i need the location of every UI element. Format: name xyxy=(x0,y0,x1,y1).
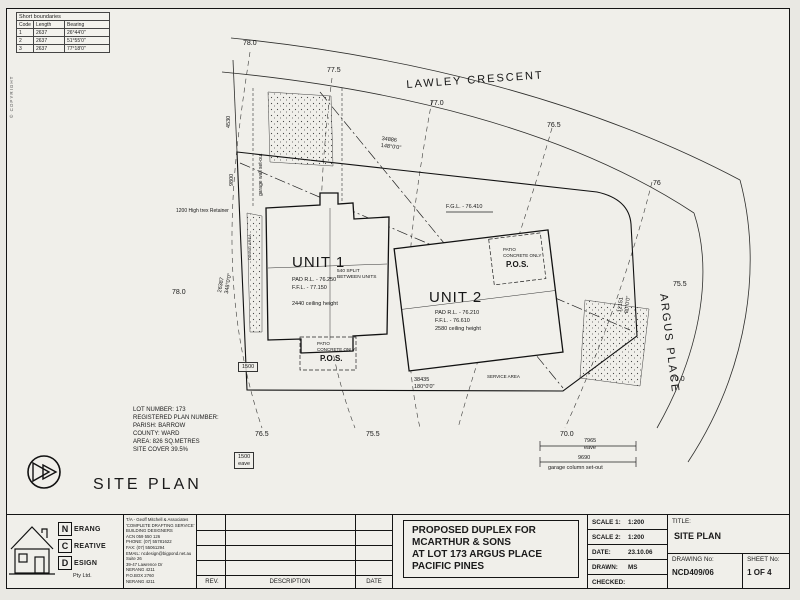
sb-cell: 2637 xyxy=(33,44,65,53)
logo-word: ERANG xyxy=(74,525,101,533)
scale2-value: 1:200 xyxy=(628,533,645,541)
revision-table: REV. DESCRIPTION DATE xyxy=(196,515,392,589)
checked-row: CHECKED: xyxy=(588,575,667,589)
date-value: 23.10.06 xyxy=(628,548,653,556)
firm-contact-section: T/A - Geoff Mitchell & Associates'COMPLE… xyxy=(123,515,196,589)
site-plan-title: SITE PLAN xyxy=(93,476,202,493)
sheet-title-box: TITLE: SITE PLAN xyxy=(668,515,790,554)
sheet-number-box: SHEET No: 1 OF 4 xyxy=(742,554,790,589)
revision-row-divider xyxy=(197,560,392,561)
contact-line: PHONE: (07) 55781622 xyxy=(126,539,172,545)
sb-cell: 1 xyxy=(16,28,34,37)
contact-line: P.O.BOX 2760 xyxy=(126,572,154,578)
firm-name: N ERANG C REATIVE D ESIGN Pty Ltd. xyxy=(58,522,106,579)
sb-cell: 77°18'0" xyxy=(64,44,110,53)
drawn-row: DRAWN: MS xyxy=(588,560,667,575)
firm-name-row: D ESIGN xyxy=(58,556,106,570)
sb-cell: 51°55'0" xyxy=(64,36,110,45)
short-boundaries-title: Short boundaries xyxy=(16,12,110,21)
description-column-label: DESCRIPTION xyxy=(269,579,311,585)
sb-cell: 2637 xyxy=(33,28,65,37)
project-line: MCARTHUR & SONS xyxy=(412,537,511,548)
contact-line: T/A - Geoff Mitchell & Associates xyxy=(126,517,189,522)
scale1-row: SCALE 1: 1:200 xyxy=(588,515,667,530)
lot-info-line: COUNTY: WARD xyxy=(133,431,180,437)
date-row: DATE: 23.10.06 xyxy=(588,545,667,560)
contact-line: ACN 059 550 126 xyxy=(126,533,161,539)
drawn-value: MS xyxy=(628,563,638,571)
logo-word: REATIVE xyxy=(74,542,106,550)
contact-line: NERANG 4211 xyxy=(126,578,155,584)
firm-suffix: Pty Ltd. xyxy=(73,573,92,579)
project-line: PROPOSED DUPLEX FOR xyxy=(412,525,536,536)
lot-info-line: PARISH: BARROW xyxy=(133,423,186,429)
drawing-number-box: DRAWING No: NCD409/06 xyxy=(668,554,742,589)
revision-column-divider xyxy=(355,515,356,589)
title-label: TITLE: xyxy=(672,518,691,525)
revision-row-divider xyxy=(197,545,392,546)
sheet-no-value: 1 OF 4 xyxy=(747,568,772,577)
sb-cell: 2 xyxy=(16,36,34,45)
date-label: DATE: xyxy=(592,548,611,556)
contact-line: 39-47 Lawrence Dr xyxy=(126,561,163,567)
firm-name-row: N ERANG xyxy=(58,522,106,536)
lot-info-line: AREA: 826 SQ.METRES xyxy=(133,439,200,445)
scale1-value: 1:200 xyxy=(628,518,645,526)
drawn-label: DRAWN: xyxy=(592,563,618,571)
drawing-sheet-border xyxy=(6,8,790,589)
revision-row-divider xyxy=(197,575,392,576)
table-row: 1 2637 26°44'0" xyxy=(16,28,110,37)
sb-header-bearing: Bearing xyxy=(64,20,110,29)
project-line: AT LOT 173 ARGUS PLACE xyxy=(412,549,543,560)
lot-info-line: SITE COVER 39.5% xyxy=(133,447,189,453)
logo-letter: C xyxy=(58,539,72,553)
scale-date-section: SCALE 1: 1:200 SCALE 2: 1:200 DATE: 23.1… xyxy=(587,515,667,589)
sheet-no-label: SHEET No: xyxy=(747,556,780,563)
sheet-title-section: TITLE: SITE PLAN DRAWING No: NCD409/06 S… xyxy=(667,515,790,589)
contact-line: EMAIL: ncdesign@bigpond.net.au xyxy=(126,550,192,556)
contact-line: Suite 26 xyxy=(126,556,142,562)
short-boundaries-table: Short boundaries Code Length Bearing 1 2… xyxy=(16,12,110,53)
scale1-label: SCALE 1: xyxy=(592,518,621,526)
table-row: 2 2637 51°55'0" xyxy=(16,36,110,45)
firm-name-row: C REATIVE xyxy=(58,539,106,553)
title-value: SITE PLAN xyxy=(674,531,722,541)
table-row: 3 2637 77°18'0" xyxy=(16,44,110,53)
logo-letter: N xyxy=(58,522,72,536)
project-line: PACIFIC PINES xyxy=(412,561,485,572)
sb-header-length: Length xyxy=(33,20,65,29)
revision-row-divider xyxy=(197,530,392,531)
lot-info-line: LOT NUMBER: 173 xyxy=(133,407,186,413)
firm-logo-section: N ERANG C REATIVE D ESIGN Pty Ltd. xyxy=(6,515,123,589)
drawing-no-label: DRAWING No: xyxy=(672,556,714,563)
contact-line: 'COMPLETE DRAFTING SERVICE' xyxy=(126,522,195,528)
contact-line: FAX: (07) 55061294 xyxy=(126,544,165,550)
sb-cell: 26°44'0" xyxy=(64,28,110,37)
logo-letter: D xyxy=(58,556,72,570)
scale2-row: SCALE 2: 1:200 xyxy=(588,530,667,545)
rev-column-label: REV. xyxy=(205,579,219,585)
sb-header-code: Code xyxy=(16,20,34,29)
revision-column-divider xyxy=(225,515,226,589)
contact-line: BUILDING DESIGNERS xyxy=(126,528,173,534)
house-logo-icon xyxy=(9,526,55,575)
checked-label: CHECKED: xyxy=(592,578,626,586)
drawing-no-value: NCD409/06 xyxy=(672,568,714,577)
date-column-label: DATE xyxy=(366,579,382,585)
scale2-label: SCALE 2: xyxy=(592,533,621,541)
sb-cell: 2637 xyxy=(33,36,65,45)
logo-word: ESIGN xyxy=(74,559,98,567)
lot-info-line: REGISTERED PLAN NUMBER: xyxy=(133,415,219,421)
sb-cell: 3 xyxy=(16,44,34,53)
contact-line: NERANG 4211 xyxy=(126,567,155,573)
copyright-note: © COPYRIGHT xyxy=(9,75,14,118)
title-block: N ERANG C REATIVE D ESIGN Pty Ltd. T/A -… xyxy=(6,514,790,589)
